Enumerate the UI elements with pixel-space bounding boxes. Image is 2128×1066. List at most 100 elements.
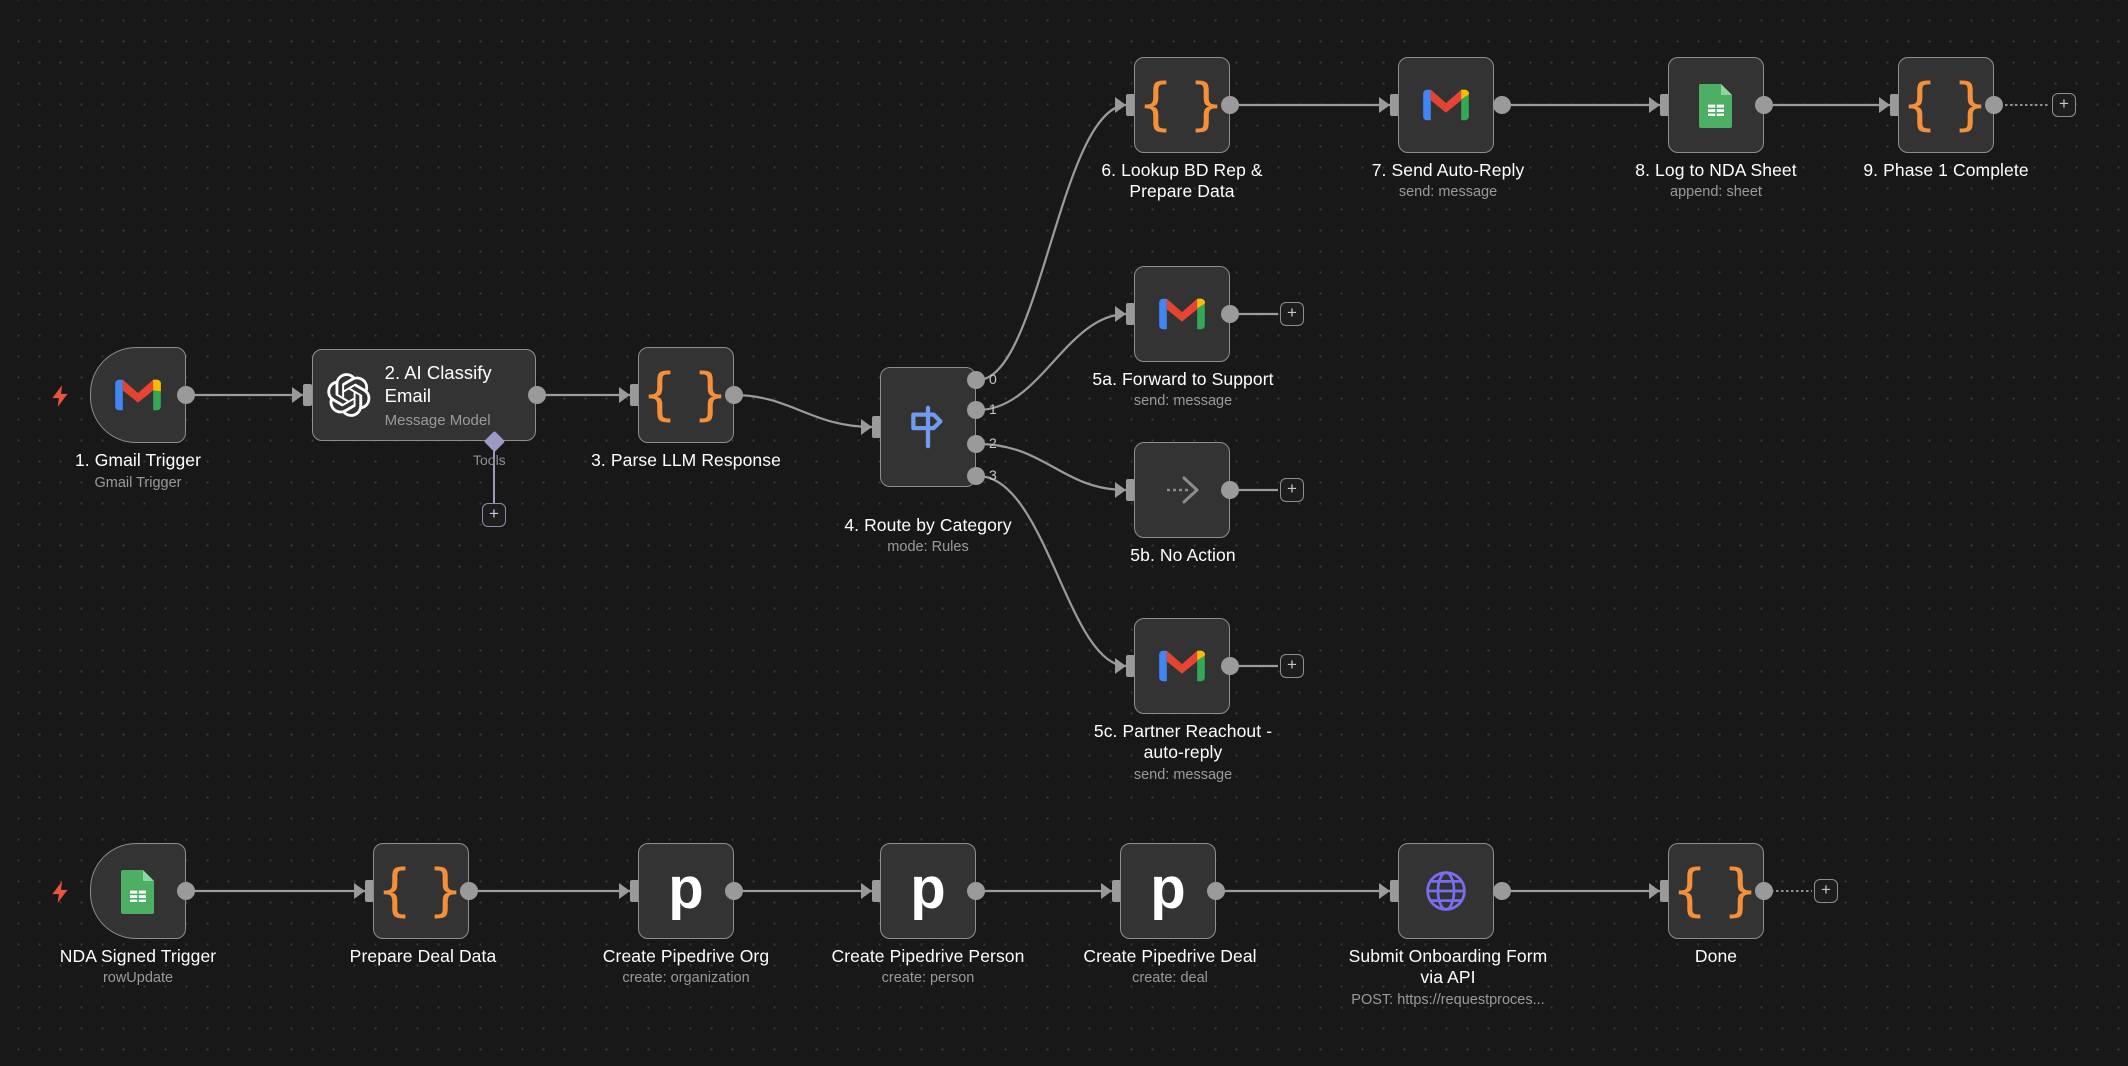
node-create-pipedrive-org[interactable]: p	[638, 843, 734, 939]
add-node-button-done[interactable]: +	[1814, 879, 1838, 903]
node-send-auto-reply[interactable]	[1398, 57, 1494, 153]
node-gmail-trigger[interactable]	[90, 347, 186, 443]
port-label-route-3: 3	[989, 467, 997, 483]
caption-route: 4. Route by Category	[844, 515, 1012, 535]
port-out-route-1[interactable]	[967, 401, 985, 419]
port-out-phase1-complete[interactable]	[1985, 96, 2003, 114]
port-out-route-0[interactable]	[967, 371, 985, 389]
port-in-create-deal[interactable]	[1101, 880, 1121, 902]
subcaption-gmail-trigger: Gmail Trigger	[94, 475, 182, 491]
port-in-lookup-bd[interactable]	[1115, 94, 1135, 116]
google-sheets-icon	[1699, 84, 1732, 128]
port-out-partner-reachout[interactable]	[1221, 657, 1239, 675]
port-out-create-deal[interactable]	[1207, 882, 1225, 900]
port-in-log-nda[interactable]	[1649, 94, 1669, 116]
caption-prepare-deal: Prepare Deal Data	[349, 946, 497, 966]
port-out-route-2[interactable]	[967, 435, 985, 453]
port-in-partner-reachout[interactable]	[1115, 655, 1135, 677]
caption-gmail-trigger: 1. Gmail Trigger	[74, 450, 202, 470]
port-out-log-nda[interactable]	[1755, 96, 1773, 114]
caption-send-auto-reply: 7. Send Auto-Reply	[1371, 160, 1525, 180]
node-forward-to-support[interactable]	[1134, 266, 1230, 362]
caption-done: Done	[1694, 946, 1738, 966]
port-out-send-auto-reply[interactable]	[1493, 96, 1511, 114]
port-in-no-action[interactable]	[1115, 479, 1135, 501]
subcaption-log-nda: append: sheet	[1670, 184, 1762, 200]
node-prepare-deal-data[interactable]: { }	[373, 843, 469, 939]
add-node-button-5c[interactable]: +	[1280, 654, 1304, 678]
port-out-lookup-bd[interactable]	[1221, 96, 1239, 114]
add-tool-button[interactable]: +	[482, 503, 506, 527]
code-braces-icon: { }	[1137, 72, 1227, 137]
node-create-pipedrive-deal[interactable]: p	[1120, 843, 1216, 939]
caption-log-nda: 8. Log to NDA Sheet	[1635, 160, 1797, 180]
caption-create-org: Create Pipedrive Org	[602, 946, 770, 966]
caption-forward-support: 5a. Forward to Support	[1092, 369, 1274, 389]
node-lookup-bd-rep[interactable]: { }	[1134, 57, 1230, 153]
node-partner-reachout[interactable]	[1134, 618, 1230, 714]
caption-lookup-bd: 6. Lookup BD Rep & Prepare Data	[1101, 160, 1263, 202]
port-out-route-3[interactable]	[967, 467, 985, 485]
subcaption-create-person: create: person	[881, 970, 975, 986]
add-node-button-5a[interactable]: +	[1280, 302, 1304, 326]
node-parse-llm-response[interactable]: { }	[638, 347, 734, 443]
port-in-route[interactable]	[861, 416, 881, 438]
trigger-bolt-icon-nda	[48, 879, 74, 905]
port-in-create-org[interactable]	[619, 880, 639, 902]
gmail-icon	[1159, 298, 1205, 330]
openai-icon	[327, 373, 371, 417]
subcaption-nda-signed-trigger: rowUpdate	[102, 970, 174, 986]
caption-no-action: 5b. No Action	[1130, 545, 1236, 565]
google-sheets-icon	[121, 870, 154, 914]
node-no-action[interactable]	[1134, 442, 1230, 538]
port-out-create-org[interactable]	[725, 882, 743, 900]
port-out-ai-classify[interactable]	[528, 386, 546, 404]
port-out-gmail-trigger[interactable]	[177, 386, 195, 404]
node-route-by-category[interactable]	[880, 367, 976, 487]
port-out-forward-support[interactable]	[1221, 305, 1239, 323]
gmail-icon	[1423, 89, 1469, 121]
caption-create-deal: Create Pipedrive Deal	[1083, 946, 1257, 966]
node-submit-onboarding-form[interactable]	[1398, 843, 1494, 939]
caption-phase1-complete: 9. Phase 1 Complete	[1863, 160, 2029, 180]
node-done[interactable]: { }	[1668, 843, 1764, 939]
add-node-button-5b[interactable]: +	[1280, 478, 1304, 502]
subcaption-create-org: create: organization	[622, 970, 750, 986]
node-ai-classify-email[interactable]: 2. AI Classify Email Message Model	[312, 349, 536, 441]
pipedrive-icon: p	[668, 856, 704, 921]
port-in-submit-form[interactable]	[1379, 880, 1399, 902]
ai-classify-title: 2. AI Classify Email	[384, 361, 492, 406]
port-out-done[interactable]	[1755, 882, 1773, 900]
port-in-forward-support[interactable]	[1115, 303, 1135, 325]
caption-nda-signed-trigger: NDA Signed Trigger	[59, 946, 217, 966]
port-in-create-person[interactable]	[861, 880, 881, 902]
port-in-prepare-deal[interactable]	[354, 880, 374, 902]
trigger-bolt-icon	[48, 383, 74, 409]
port-in-send-auto-reply[interactable]	[1379, 94, 1399, 116]
port-out-no-action[interactable]	[1221, 481, 1239, 499]
port-in-phase1-complete[interactable]	[1879, 94, 1899, 116]
subcaption-send-auto-reply: send: message	[1398, 184, 1498, 200]
node-log-to-nda-sheet[interactable]	[1668, 57, 1764, 153]
subcaption-create-deal: create: deal	[1132, 970, 1208, 986]
ai-classify-text: 2. AI Classify Email Message Model	[385, 361, 535, 429]
port-in-ai-classify[interactable]	[292, 384, 312, 406]
add-node-button-phase1[interactable]: +	[2052, 93, 2076, 117]
caption-create-person: Create Pipedrive Person	[831, 946, 1025, 966]
node-nda-signed-trigger[interactable]	[90, 843, 186, 939]
pipedrive-icon: p	[1150, 856, 1186, 921]
node-phase-1-complete[interactable]: { }	[1898, 57, 1994, 153]
code-braces-icon: { }	[1671, 858, 1761, 923]
port-out-prepare-deal[interactable]	[460, 882, 478, 900]
caption-submit-form: Submit Onboarding Form via API	[1348, 946, 1548, 988]
port-out-submit-form[interactable]	[1493, 882, 1511, 900]
tools-connector-label: Tools	[473, 452, 506, 468]
port-out-create-person[interactable]	[967, 882, 985, 900]
node-create-pipedrive-person[interactable]: p	[880, 843, 976, 939]
port-out-parse-llm[interactable]	[725, 386, 743, 404]
port-in-parse-llm[interactable]	[619, 384, 639, 406]
port-out-nda-signed-trigger[interactable]	[177, 882, 195, 900]
port-in-done[interactable]	[1649, 880, 1669, 902]
